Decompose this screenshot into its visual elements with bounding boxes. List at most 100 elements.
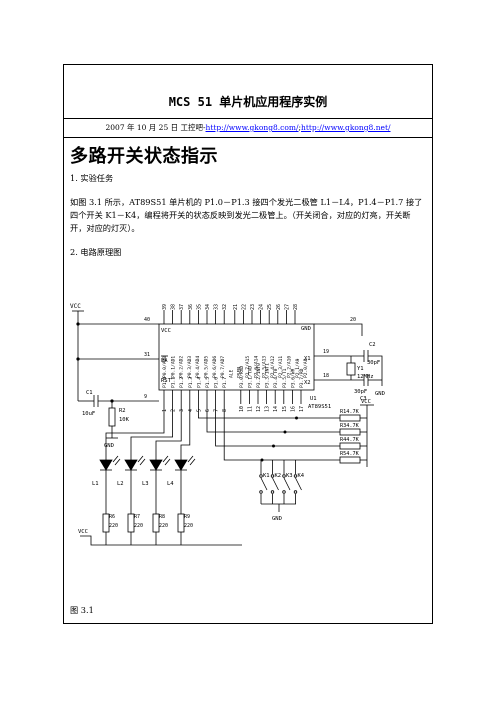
switch-lever	[295, 477, 302, 491]
switch-lever	[283, 477, 291, 491]
top-pin-label: P0.1/AD1	[170, 356, 176, 378]
top-pin-label: PSEN	[237, 367, 243, 378]
chip-x1-label: X1	[304, 356, 311, 362]
bottom-pin-label: P3.7/RD	[299, 368, 305, 388]
bottom-pin-num: 10	[239, 406, 245, 412]
c2-label: C2	[369, 342, 376, 348]
top-pin-label: P0.2/AD2	[179, 356, 185, 378]
top-pin-label: P2.3/A11	[278, 356, 284, 378]
top-pin-label: P0.7/AD7	[220, 356, 226, 378]
c3-value: 30pF	[354, 389, 367, 395]
top-pin-label: P2.5/A13	[262, 356, 268, 378]
pin19-num: 19	[323, 349, 329, 355]
top-pin-num: 27	[284, 304, 290, 310]
led-ray	[187, 455, 194, 463]
c3-label: C3	[360, 396, 367, 402]
switch-label: K2	[275, 473, 282, 479]
led-ray	[112, 455, 119, 463]
top-pin-num: 22	[241, 304, 247, 310]
p1-1-led-wire	[130, 404, 173, 460]
link-gkong8-net[interactable]: http://www.gkong8.net/	[301, 123, 391, 132]
junction	[294, 416, 298, 420]
c2-value: 30pF	[367, 360, 380, 366]
meta-cell: 2007 年 10 月 25 日 工控吧-http://www.gkong8.c…	[64, 119, 432, 138]
pullup-resistor-body	[339, 456, 361, 464]
led-ray	[162, 455, 169, 463]
switch-contact	[270, 474, 275, 478]
gnd-label-xtal: GND	[375, 391, 385, 397]
c1-label: C1	[86, 390, 93, 396]
chip-body	[158, 323, 315, 391]
top-pin-label: P2.2/A10	[287, 356, 293, 378]
pin9-num: 9	[144, 394, 147, 400]
gnd-label-switch: GND	[272, 516, 282, 522]
junction	[283, 430, 287, 434]
pullup-label: R34.7K	[340, 423, 360, 429]
cap-ground-rail	[368, 355, 383, 386]
bottom-pin-label: P1.3	[188, 377, 194, 388]
top-pin-label: P2.1/A9	[295, 358, 301, 378]
p1-7-wire	[223, 404, 340, 461]
led-triangle	[99, 459, 113, 471]
bottom-pin-num: 17	[299, 406, 305, 412]
bottom-pin-num: 2	[171, 409, 177, 412]
led-resistor-val: 220	[134, 523, 143, 529]
title-cell: MCS 51 单片机应用程序实例	[64, 65, 432, 119]
bottom-pin-num: 13	[265, 406, 271, 412]
r2-value: 10K	[119, 417, 130, 423]
top-pin-label: P0.3/AD3	[187, 356, 193, 378]
top-pin-num: 33	[214, 304, 220, 310]
chip-x2-label: X2	[304, 380, 311, 386]
bottom-pin-label: P1.5	[205, 377, 211, 388]
link-gkong8-com[interactable]: http://www.gkong8.com/	[205, 123, 299, 132]
bottom-pin-label: P3.0/RXD	[239, 366, 245, 388]
content-cell: 多路开关状态指示 1. 实验任务 如图 3.1 所示，AT89S51 单片机的 …	[64, 138, 432, 624]
top-pin-label: P0.0/AD0	[162, 356, 168, 378]
chip-gnd-label: GND	[301, 326, 311, 332]
crystal-body	[346, 362, 356, 376]
top-pin-label: P2.4/A12	[270, 356, 276, 378]
bottom-pin-num: 15	[282, 406, 288, 412]
led-ray	[114, 458, 121, 466]
switch-label: K1	[263, 473, 270, 479]
article-heading: 多路开关状态指示	[70, 146, 218, 167]
pullup-label: R44.7K	[340, 437, 360, 443]
led-resistor-ref: R9	[184, 514, 190, 520]
junction	[76, 322, 80, 326]
bottom-pin-num: 12	[256, 406, 262, 412]
top-pin-num: 38	[171, 304, 177, 310]
top-pin-num: 26	[276, 304, 282, 310]
bottom-pin-num: 3	[179, 409, 185, 412]
led-resistor-ref: R7	[134, 514, 140, 520]
led-triangle	[174, 459, 188, 471]
bottom-pin-num: 6	[205, 409, 211, 412]
c1-value: 10uF	[82, 411, 95, 417]
top-pin-label: P2.6/A14	[253, 356, 259, 378]
top-pin-num: 36	[188, 304, 194, 310]
led-resistor-ref: R6	[109, 514, 115, 520]
gnd-wire	[314, 323, 363, 336]
bottom-pin-num: 7	[214, 409, 220, 412]
led-resistor-val: 220	[109, 523, 118, 529]
chip-ea-label: EA	[161, 358, 168, 364]
switch-contact	[282, 474, 286, 478]
top-pin-label: P0.4/AD4	[195, 356, 201, 378]
y1-value: 12MHz	[357, 374, 374, 380]
bottom-pin-label: P1.1	[171, 377, 177, 388]
switch-contact	[259, 490, 263, 494]
chip-vcc-label: VCC	[161, 328, 171, 334]
pin18-num: 18	[323, 373, 329, 379]
switch-contact	[293, 490, 298, 494]
switch-lever	[260, 477, 268, 491]
vcc-label-led: VCC	[78, 529, 88, 535]
led-ray	[139, 458, 146, 466]
pullup-resistor-body	[339, 442, 361, 450]
led-triangle	[124, 459, 138, 471]
p1-3-led-wire	[180, 404, 191, 460]
meta-line: 2007 年 10 月 25 日 工控吧-http://www.gkong8.c…	[68, 122, 428, 133]
bottom-pin-label: P1.6	[214, 377, 220, 388]
bottom-pin-label: P3.2/INT0	[256, 363, 262, 388]
bottom-pin-num: 1	[162, 409, 168, 412]
